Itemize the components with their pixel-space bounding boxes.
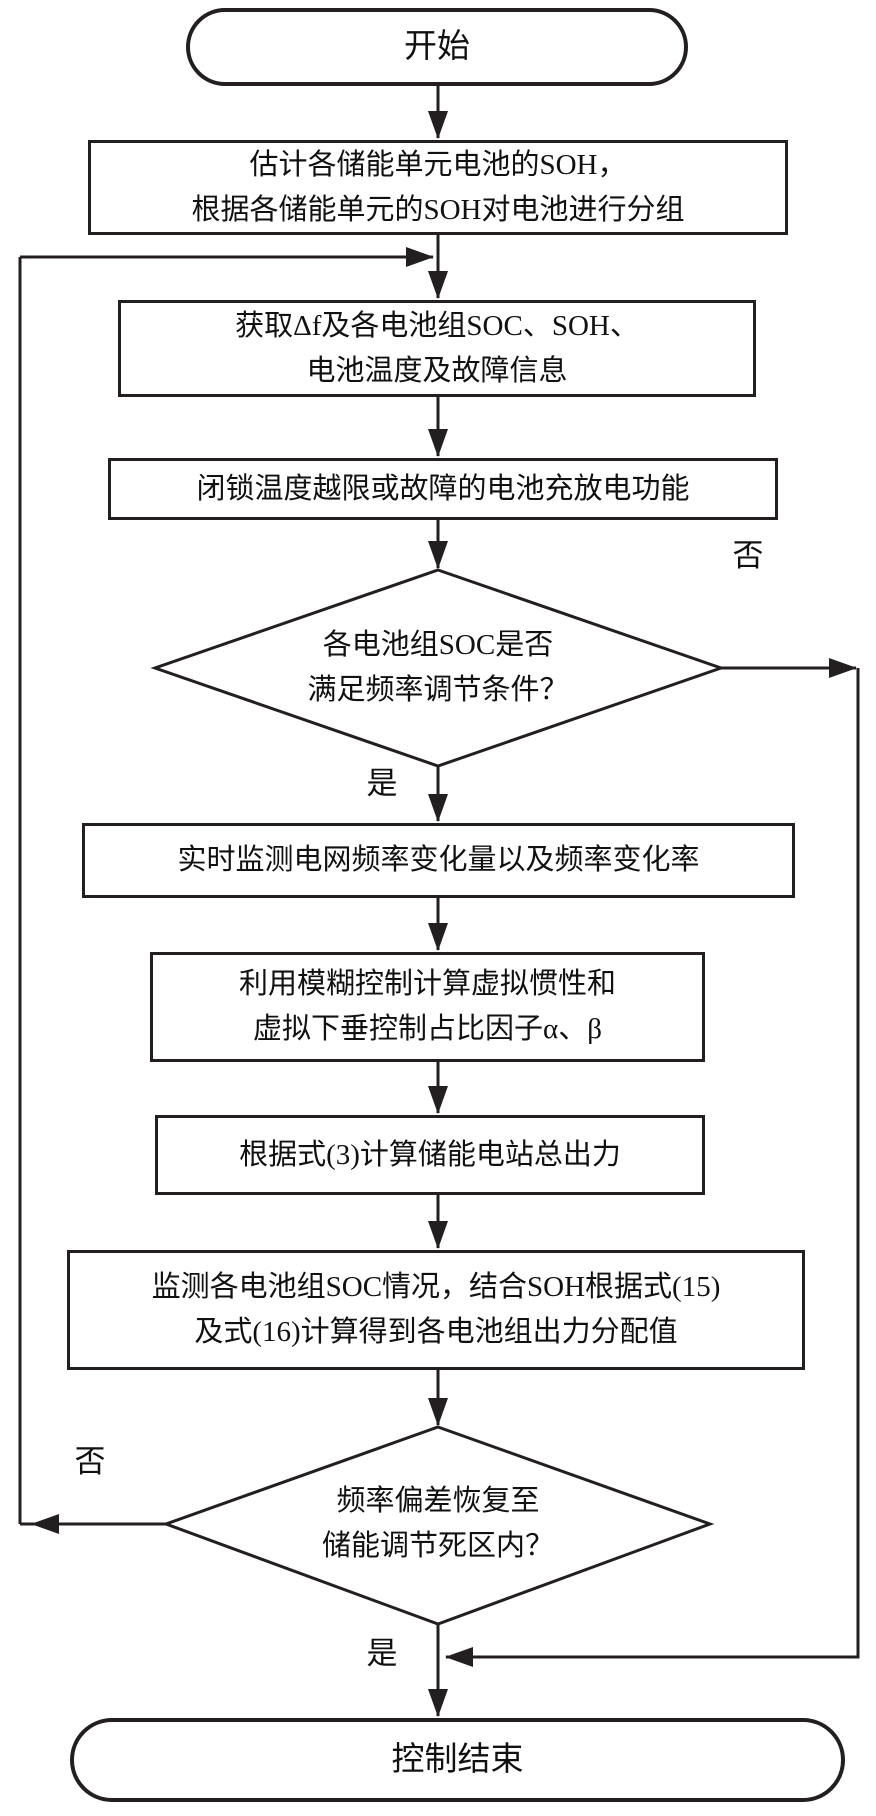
end-terminator: 控制结束	[70, 1718, 845, 1802]
process-output-allocation: 监测各电池组SOC情况，结合SOH根据式(15) 及式(16)计算得到各电池组出…	[67, 1250, 805, 1370]
decision-frequency-deadband-line2: 储能调节死区内？	[321, 1530, 554, 1562]
decision-frequency-deadband: 频率偏差恢复至 储能调节死区内？	[238, 1472, 638, 1576]
decision1-diamond	[150, 568, 726, 768]
process-monitor-frequency: 实时监测电网频率变化量以及频率变化率	[82, 823, 795, 898]
process-fuzzy-control: 利用模糊控制计算虚拟惯性和 虚拟下垂控制占比因子α、β	[150, 952, 705, 1062]
process-lockout-faulty: 闭锁温度越限或故障的电池充放电功能	[108, 458, 778, 520]
process-acquire-data-line1: 获取Δf及各电池组SOC、SOH、	[235, 309, 639, 342]
process-total-output-line1: 根据式(3)计算储能电站总出力	[239, 1138, 621, 1171]
edge-label-decision1-no: 否	[732, 538, 764, 573]
process-output-allocation-line1: 监测各电池组SOC情况，结合SOH根据式(15)	[151, 1271, 721, 1303]
process-estimate-soh-line1: 估计各储能单元电池的SOH，	[249, 148, 627, 181]
start-label: 开始	[404, 28, 470, 65]
decision-frequency-deadband-line1: 频率偏差恢复至	[336, 1485, 540, 1517]
end-label: 控制结束	[391, 1741, 524, 1778]
decision-soc-condition-line2: 满足频率调节条件？	[307, 674, 569, 706]
process-total-output: 根据式(3)计算储能电站总出力	[155, 1115, 705, 1195]
process-output-allocation-line2: 及式(16)计算得到各电池组出力分配值	[194, 1316, 678, 1348]
edge-label-decision2-no: 否	[74, 1444, 106, 1479]
process-estimate-soh: 估计各储能单元电池的SOH， 根据各储能单元的SOH对电池进行分组	[88, 140, 788, 235]
decision-soc-condition: 各电池组SOC是否 满足频率调节条件？	[238, 615, 638, 721]
process-estimate-soh-line2: 根据各储能单元的SOH对电池进行分组	[191, 193, 685, 226]
process-lockout-faulty-line1: 闭锁温度越限或故障的电池充放电功能	[196, 472, 690, 505]
edge-label-decision1-yes: 是	[366, 766, 398, 801]
edge-label-decision2-yes: 是	[366, 1636, 398, 1671]
process-acquire-data: 获取Δf及各电池组SOC、SOH、 电池温度及故障信息	[118, 300, 756, 397]
process-acquire-data-line2: 电池温度及故障信息	[306, 354, 568, 387]
process-monitor-frequency-line1: 实时监测电网频率变化量以及频率变化率	[177, 844, 700, 876]
process-fuzzy-control-line1: 利用模糊控制计算虚拟惯性和	[238, 968, 616, 1000]
edge-right-rail	[445, 668, 860, 1667]
process-fuzzy-control-line2: 虚拟下垂控制占比因子α、β	[253, 1013, 602, 1045]
decision2-diamond	[161, 1425, 715, 1626]
start-terminator: 开始	[186, 8, 688, 86]
decision-soc-condition-line1: 各电池组SOC是否	[322, 629, 554, 661]
